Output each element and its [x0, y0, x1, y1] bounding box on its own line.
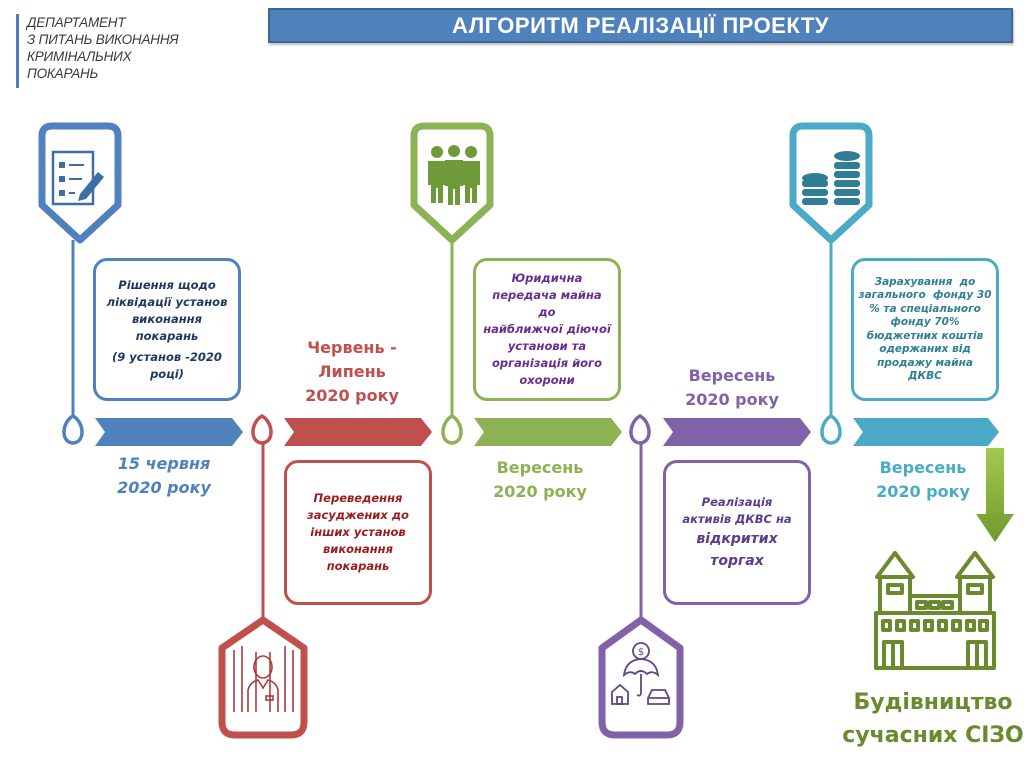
step5-line: Зарахування до: [874, 275, 976, 288]
step1-icon-badge: [38, 122, 122, 445]
department-line: КРИМІНАЛЬНИХ: [27, 49, 132, 64]
step3-line: установи та: [507, 339, 587, 353]
step3-line: охорони: [519, 373, 575, 387]
step2-line: Переведення: [313, 491, 403, 505]
step3-line: передача майна до: [492, 288, 602, 319]
date-line: Вересень: [688, 366, 776, 385]
step5-line: одержаних від: [879, 343, 971, 355]
step2-line: засуджених до: [307, 508, 409, 522]
page-title: АЛГОРИТМ РЕАЛІЗАЦІЇ ПРОЕКТУ: [452, 12, 829, 38]
step4-description-box: Реалізація активів ДКВС на відкритих тор…: [663, 460, 811, 605]
step3-line: організація його: [492, 356, 602, 370]
step4-line: відкритих: [696, 530, 778, 547]
step3-line: найближчої діючої: [483, 322, 611, 336]
step4-line: активів ДКВС на: [682, 511, 792, 526]
result-label: Будівництво сучасних СІЗО: [842, 686, 1024, 752]
date-line: Липень: [318, 362, 386, 381]
date-line: 2020 року: [685, 390, 779, 409]
step4-line: Реалізація: [701, 494, 773, 509]
step3-description-box: Юридична передача майна до найближчої ді…: [473, 258, 621, 401]
step2-line: покарань: [326, 559, 390, 573]
step2-line: виконання: [322, 542, 394, 556]
step5-arrow: [853, 418, 999, 446]
date-line: 15 червня: [117, 454, 211, 473]
asset-insurance-icon: $: [611, 642, 670, 705]
result-line: Будівництво: [853, 690, 1013, 715]
date-line: 2020 року: [117, 478, 211, 497]
step1-line: (9 установ -2020 році): [112, 349, 222, 381]
coin-stacks-icon: [802, 151, 860, 205]
step1-line: ліквідації установ: [106, 294, 228, 309]
department-line: ДЕПАРТАМЕНТ: [27, 15, 126, 30]
department-name: ДЕПАРТАМЕНТ З ПИТАНЬ ВИКОНАННЯ КРИМІНАЛЬ…: [16, 14, 179, 88]
prisoner-behind-bars-icon: [233, 646, 294, 712]
date-line: Вересень: [496, 458, 584, 477]
group-of-people-icon: [428, 145, 480, 205]
step1-description-box: Рішення щодо ліквідації установ виконанн…: [93, 258, 241, 401]
date-line: 2020 року: [305, 386, 399, 405]
page-title-bar: АЛГОРИТМ РЕАЛІЗАЦІЇ ПРОЕКТУ: [268, 8, 1013, 43]
step5-line: ДКВС: [908, 370, 942, 382]
step2-date: Червень - Липень 2020 року: [282, 336, 422, 408]
date-line: Вересень: [879, 458, 967, 477]
step5-description-box: Зарахування до загального фонду 30 % та …: [851, 258, 999, 401]
step5-line: % та спеціального: [869, 302, 981, 315]
step1-line: Рішення щодо: [118, 277, 216, 292]
step1-line: виконання покарань: [131, 311, 203, 343]
step2-arrow: [284, 418, 432, 446]
step3-date: Вересень 2020 року: [470, 456, 610, 504]
step4-date: Вересень 2020 року: [662, 364, 802, 412]
step4-arrow: [663, 418, 811, 446]
date-line: 2020 року: [493, 482, 587, 501]
result-line: сучасних СІЗО: [842, 723, 1024, 748]
checklist-edit-icon: [51, 150, 104, 206]
step5-line: бюджетних коштів: [866, 329, 984, 342]
detention-center-building-icon: [874, 551, 996, 670]
step2-line: інших установ: [310, 525, 406, 539]
step2-description-box: Переведення засуджених до інших установ …: [284, 460, 432, 605]
step4-line: торгах: [710, 552, 764, 569]
down-arrow: [976, 448, 1014, 542]
svg-text:$: $: [638, 647, 644, 658]
step5-line: фонду 70%: [890, 316, 960, 328]
department-line: ПОКАРАНЬ: [27, 66, 99, 81]
date-line: Червень -: [307, 338, 397, 357]
department-line: З ПИТАНЬ ВИКОНАННЯ: [27, 32, 179, 47]
step5-line: загального фонду 30: [858, 289, 992, 301]
step3-arrow: [474, 418, 622, 446]
step5-date: Вересень 2020 року: [853, 456, 993, 504]
step1-date: 15 червня 2020 року: [95, 452, 233, 500]
step1-arrow: [95, 418, 243, 446]
date-line: 2020 року: [876, 482, 970, 501]
step3-line: Юридична: [511, 271, 583, 285]
step5-line: продажу майна: [877, 356, 973, 369]
